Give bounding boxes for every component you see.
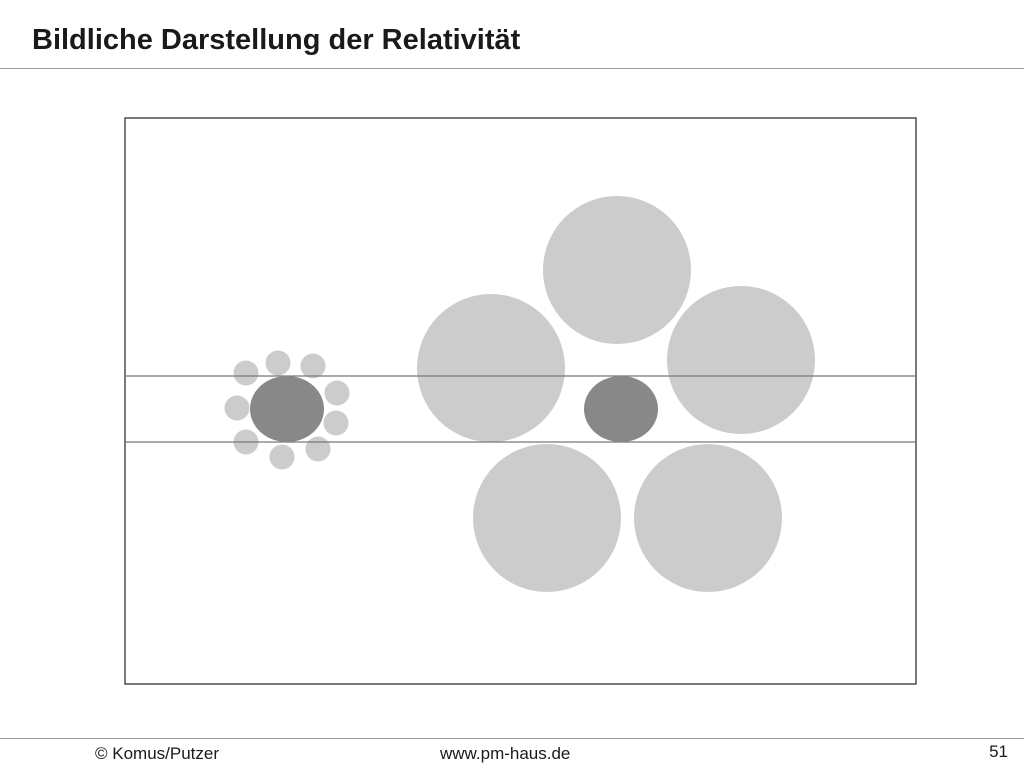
large-surround-circle-right [667,286,815,434]
large-surround-circle-left [417,294,565,442]
small-surround-circle [323,410,349,436]
large-surround-circle-top [543,196,691,344]
slide-title: Bildliche Darstellung der Relativität [32,24,521,56]
title-divider [0,68,1024,69]
small-surround-circle [233,360,259,386]
large-surround-circle-bottom-left [473,444,621,592]
small-surround-circle [269,444,295,470]
center-circle-right [584,376,658,442]
small-surround-circle [300,353,326,379]
center-circle-left [250,376,324,442]
small-surround-circle [305,436,331,462]
footer-divider [0,738,1024,739]
page-number: 51 [989,742,1008,761]
footer-copyright: © Komus/Putzer [95,744,220,763]
large-surround-group [417,196,815,592]
small-surround-circle [324,380,350,406]
large-surround-circle-bottom-right [634,444,782,592]
small-surround-circle [265,350,291,376]
footer-website: www.pm-haus.de [440,744,571,763]
small-surround-circle [224,395,250,421]
